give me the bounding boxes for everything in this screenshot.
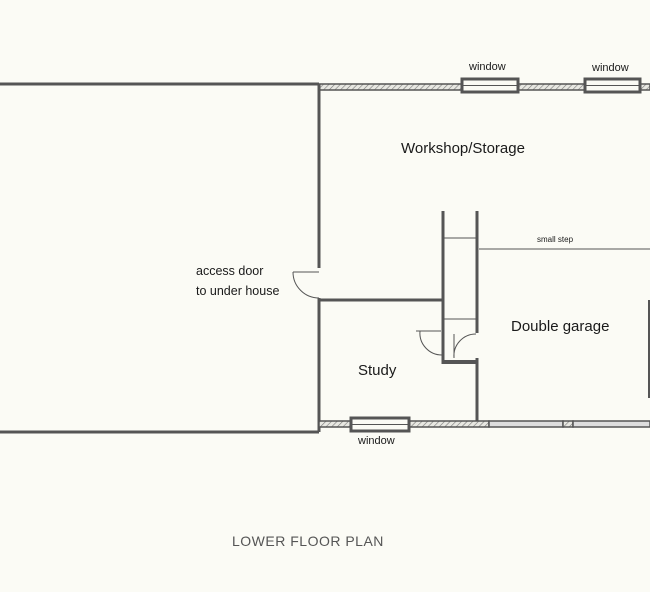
access-door-label-1: access door	[196, 264, 264, 278]
window-label-bottom: window	[358, 435, 395, 447]
small-step-label: small step	[537, 235, 574, 244]
access-door	[292, 271, 320, 299]
window-top-2	[583, 77, 642, 94]
corridor-door	[453, 333, 477, 359]
study-door	[416, 330, 443, 356]
access-door-label-2: to under house	[196, 284, 280, 298]
plan-title: LOWER FLOOR PLAN	[232, 533, 384, 549]
room-label-garage: Double garage	[511, 318, 610, 335]
window-label-top-2: window	[592, 62, 629, 74]
window-top-1	[460, 77, 520, 94]
room-label-workshop: Workshop/Storage	[401, 140, 525, 157]
left-block-outline	[0, 82, 319, 434]
garage-door	[488, 420, 650, 428]
window-label-top-1: window	[469, 61, 506, 73]
window-bottom	[349, 416, 411, 433]
room-label-study: Study	[358, 362, 397, 379]
